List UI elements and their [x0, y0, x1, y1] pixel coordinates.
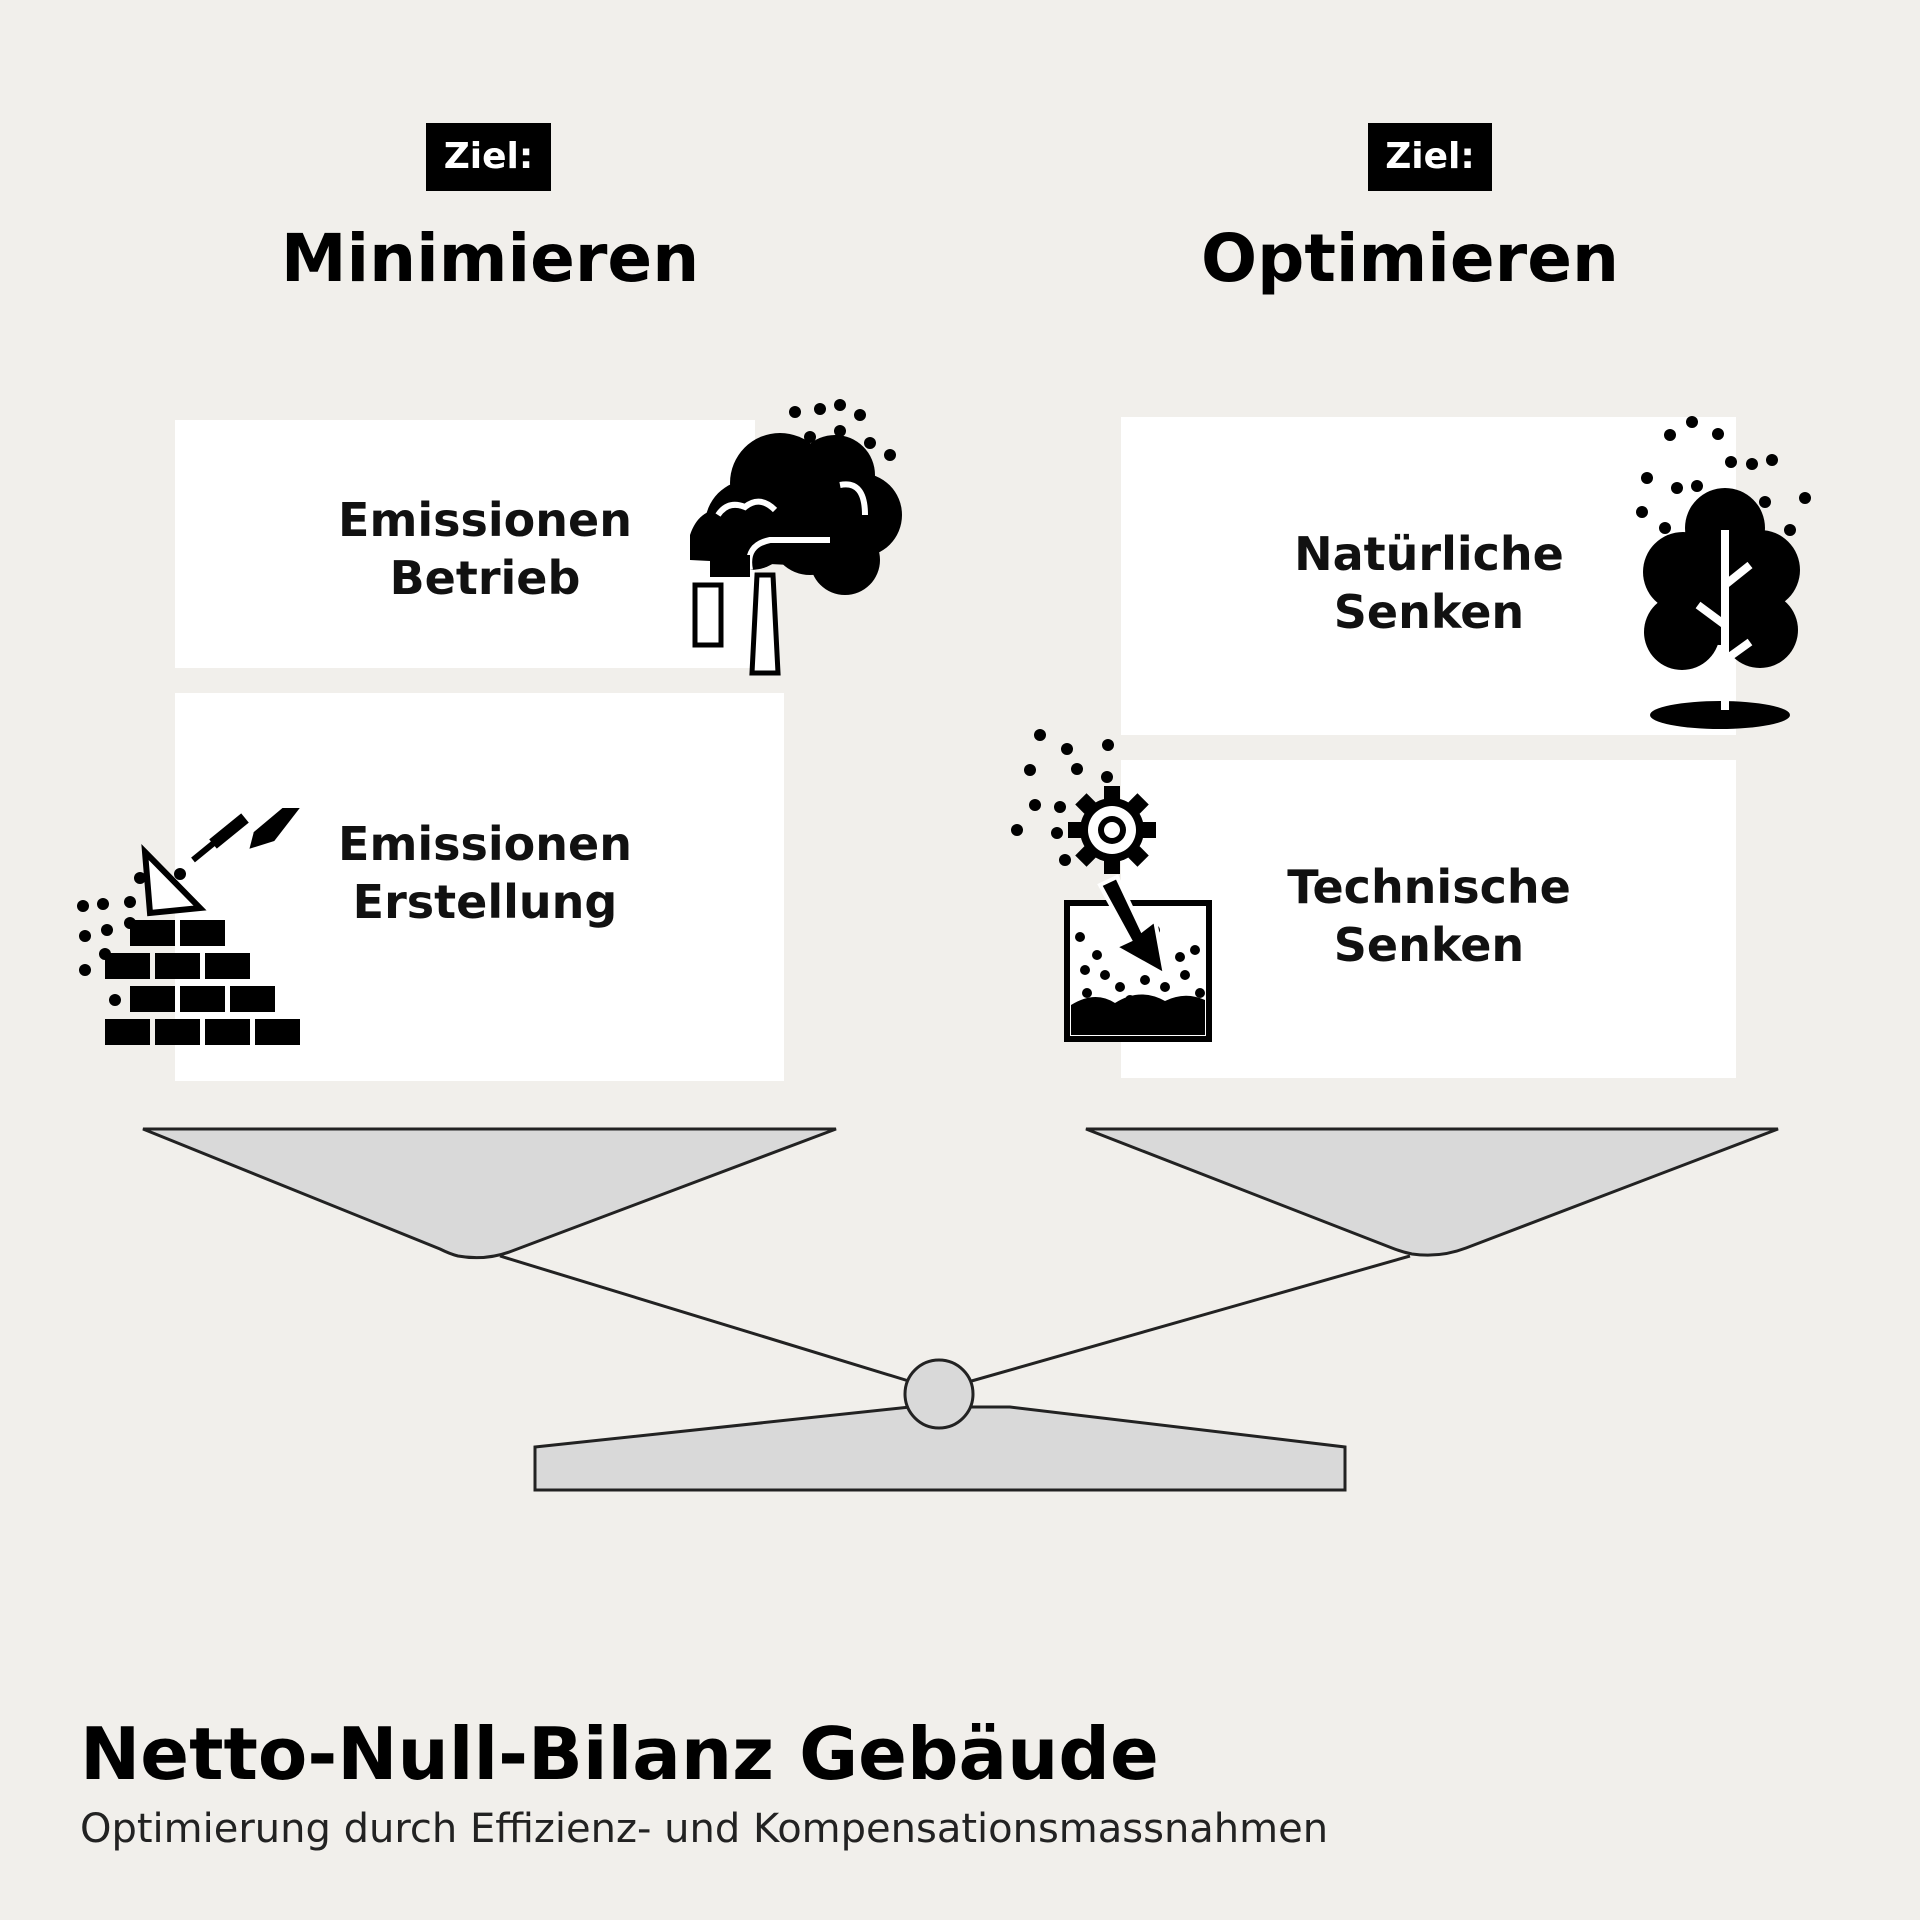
card-emissionen-erstellung-label: Emissionen Erstellung [285, 815, 685, 931]
card-emissionen-betrieb [175, 420, 755, 668]
footer-subtitle: Optimierung durch Effizienz- und Kompens… [80, 1806, 1329, 1852]
card-natuerliche-senken-label: Natürliche Senken [1229, 525, 1629, 641]
right-goal-tag: Ziel: [1368, 123, 1492, 191]
card-technische-senken-label: Technische Senken [1229, 858, 1629, 974]
left-goal-tag: Ziel: [426, 123, 551, 191]
card-label-line2: Betrieb [389, 551, 581, 605]
right-scale-pan [1085, 1127, 1779, 1257]
card-label-line2: Erstellung [352, 875, 618, 929]
card-label-line2: Senken [1333, 585, 1525, 639]
card-technische-senken [1121, 760, 1736, 1078]
scale-pivot [903, 1358, 975, 1430]
card-label-line1: Emissionen [338, 817, 632, 871]
card-emissionen-betrieb-label: Emissionen Betrieb [285, 491, 685, 607]
tree-icon [1636, 416, 1811, 729]
factory-smoke-icon [690, 399, 902, 676]
card-emissionen-erstellung [175, 693, 784, 1081]
card-label-line1: Technische [1287, 860, 1571, 914]
footer-title: Netto-Null-Bilanz Gebäude [80, 1712, 1159, 1796]
left-goal-title: Minimieren [280, 220, 700, 297]
right-goal-title: Optimieren [1201, 220, 1619, 297]
carbon-capture-icon [1011, 729, 1212, 1042]
card-label-line1: Emissionen [338, 493, 632, 547]
bricks-trowel-icon [77, 808, 305, 1045]
card-natuerliche-senken [1121, 417, 1736, 735]
right-beam [967, 1254, 1411, 1384]
card-label-line2: Senken [1333, 918, 1525, 972]
left-beam [499, 1254, 913, 1384]
card-label-line1: Natürliche [1294, 527, 1564, 581]
left-scale-pan [142, 1127, 837, 1260]
